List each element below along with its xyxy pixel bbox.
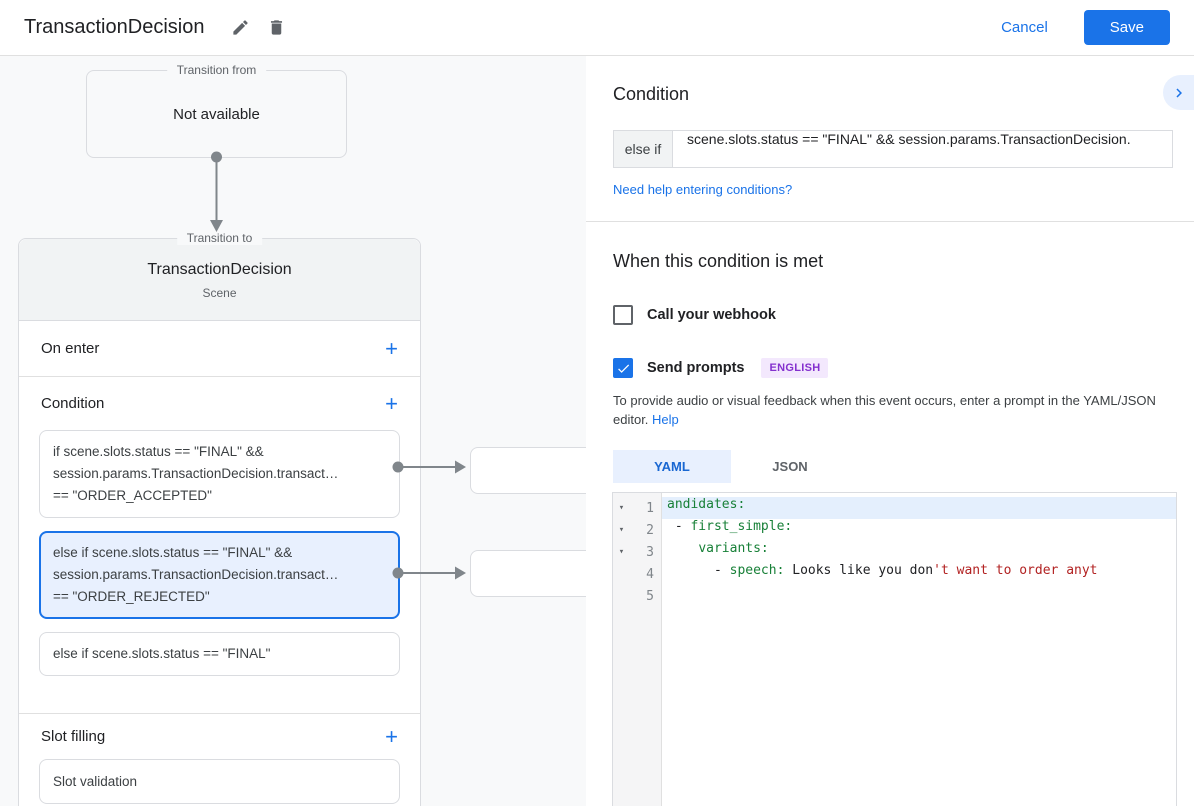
transition-from-legend: Transition from bbox=[166, 63, 267, 77]
top-bar: TransactionDecision Cancel Save bbox=[0, 0, 1194, 56]
code-token: variants: bbox=[698, 541, 769, 556]
code-line[interactable]: andidates: bbox=[662, 497, 1176, 519]
condition-card[interactable]: else if scene.slots.status == "FINAL" bbox=[39, 632, 400, 676]
prompt-description-text: To provide audio or visual feedback when… bbox=[613, 393, 1156, 427]
code-token: speech: bbox=[729, 563, 785, 578]
gutter-row: ▾1 bbox=[613, 497, 661, 519]
condition-card-selected[interactable]: else if scene.slots.status == "FINAL" &&… bbox=[39, 531, 400, 619]
on-enter-section: On enter + bbox=[19, 321, 420, 377]
transition-target-box-1[interactable] bbox=[470, 447, 597, 494]
gutter-row: 4 bbox=[613, 563, 661, 585]
code-token: Looks like you don bbox=[784, 563, 934, 578]
slot-filling-label: Slot filling bbox=[41, 728, 106, 745]
language-badge: ENGLISH bbox=[761, 358, 829, 378]
condition-card-line: else if scene.slots.status == "FINAL" && bbox=[53, 545, 293, 560]
slot-validation-card[interactable]: Slot validation bbox=[39, 759, 400, 804]
code-line[interactable] bbox=[662, 585, 1176, 607]
condition-card-list: if scene.slots.status == "FINAL" && sessi… bbox=[19, 430, 420, 690]
line-number: 1 bbox=[646, 500, 654, 516]
add-condition-button[interactable]: + bbox=[385, 390, 398, 416]
scene-header: TransactionDecision Scene bbox=[19, 239, 420, 321]
tab-yaml[interactable]: YAML bbox=[613, 450, 731, 483]
transition-to-box: Transition to TransactionDecision Scene … bbox=[18, 231, 421, 806]
transition-target-box-2[interactable] bbox=[470, 550, 597, 597]
code-line[interactable]: variants: bbox=[662, 541, 1176, 563]
prompt-description: To provide audio or visual feedback when… bbox=[613, 391, 1169, 429]
condition-expression-row: else if scene.slots.status == "FINAL" &&… bbox=[613, 130, 1173, 168]
code-token bbox=[667, 541, 698, 556]
editor-code-area[interactable]: andidates: - first_simple: variants: - s… bbox=[662, 493, 1176, 806]
condition-help-link[interactable]: Need help entering conditions? bbox=[613, 182, 793, 197]
send-prompts-checkbox[interactable] bbox=[613, 358, 633, 378]
transition-from-value: Not available bbox=[173, 105, 260, 123]
call-webhook-checkbox[interactable] bbox=[613, 305, 633, 325]
edit-title-button[interactable] bbox=[222, 10, 258, 46]
gutter-row: ▾2 bbox=[613, 519, 661, 541]
line-number: 3 bbox=[646, 544, 654, 560]
panel-divider bbox=[586, 221, 1194, 222]
code-token: - bbox=[667, 563, 730, 578]
page-title: TransactionDecision bbox=[24, 16, 205, 38]
code-token: 't want to order anyt bbox=[933, 563, 1098, 578]
slot-card-list: Slot validation bbox=[19, 759, 420, 804]
condition-label: Condition bbox=[41, 395, 105, 412]
code-token: - bbox=[667, 519, 691, 534]
slot-filling-section-header: Slot filling + bbox=[19, 714, 420, 759]
send-prompts-label: Send prompts bbox=[647, 360, 745, 376]
code-token: andidates: bbox=[667, 497, 746, 512]
send-prompts-row: Send prompts ENGLISH bbox=[613, 358, 1194, 378]
chevron-right-icon bbox=[1175, 88, 1182, 97]
scene-title: TransactionDecision bbox=[147, 261, 292, 278]
add-on-enter-button[interactable]: + bbox=[385, 335, 398, 361]
code-token: first_simple: bbox=[690, 519, 793, 534]
condition-expression-input[interactable]: scene.slots.status == "FINAL" && session… bbox=[672, 130, 1173, 168]
call-webhook-label: Call your webhook bbox=[647, 307, 776, 323]
scene-flow-canvas: Transition from Not available Transition… bbox=[0, 56, 600, 806]
collapse-triangle-icon[interactable]: ▾ bbox=[618, 547, 625, 557]
condition-card-line: if scene.slots.status == "FINAL" && bbox=[53, 444, 264, 459]
check-icon bbox=[617, 363, 629, 373]
condition-card-line: session.params.TransactionDecision.trans… bbox=[53, 466, 339, 481]
add-slot-button[interactable]: + bbox=[385, 723, 398, 749]
condition-card[interactable]: if scene.slots.status == "FINAL" && sessi… bbox=[39, 430, 400, 518]
code-line[interactable]: - first_simple: bbox=[662, 519, 1176, 541]
on-enter-label: On enter bbox=[41, 340, 100, 357]
when-met-heading: When this condition is met bbox=[613, 251, 824, 271]
code-line[interactable]: - speech: Looks like you don't want to o… bbox=[662, 563, 1176, 585]
gutter-row: ▾3 bbox=[613, 541, 661, 563]
webhook-row: Call your webhook bbox=[613, 305, 1194, 325]
tab-json[interactable]: JSON bbox=[731, 450, 849, 483]
delete-scene-button[interactable] bbox=[258, 10, 294, 46]
help-link[interactable]: Help bbox=[652, 412, 679, 427]
scene-subtitle: Scene bbox=[202, 286, 237, 300]
panel-condition-heading: Condition bbox=[613, 84, 690, 104]
line-number: 2 bbox=[646, 522, 654, 538]
condition-card-line: else if scene.slots.status == "FINAL" bbox=[53, 646, 271, 661]
line-number: 4 bbox=[646, 566, 654, 582]
trash-icon bbox=[270, 20, 282, 35]
condition-card-line: session.params.TransactionDecision.trans… bbox=[53, 567, 339, 582]
collapse-panel-button[interactable] bbox=[1163, 75, 1194, 110]
cancel-button[interactable]: Cancel bbox=[1001, 19, 1048, 36]
condition-section-header: Condition + bbox=[19, 377, 420, 430]
save-button[interactable]: Save bbox=[1083, 10, 1170, 45]
condition-prefix: else if bbox=[613, 130, 672, 168]
section-divider bbox=[19, 713, 420, 714]
collapse-triangle-icon[interactable]: ▾ bbox=[618, 525, 625, 535]
gutter-row: 5 bbox=[613, 585, 661, 607]
line-number: 5 bbox=[646, 588, 654, 604]
condition-detail-panel: Condition else if scene.slots.status == … bbox=[586, 56, 1194, 806]
condition-card-line: == "ORDER_REJECTED" bbox=[53, 589, 210, 604]
pencil-icon bbox=[233, 20, 248, 35]
condition-card-line: == "ORDER_ACCEPTED" bbox=[53, 488, 212, 503]
transition-from-box: Transition from Not available bbox=[86, 63, 347, 158]
transition-to-legend: Transition to bbox=[176, 231, 263, 245]
collapse-triangle-icon[interactable]: ▾ bbox=[618, 503, 625, 513]
